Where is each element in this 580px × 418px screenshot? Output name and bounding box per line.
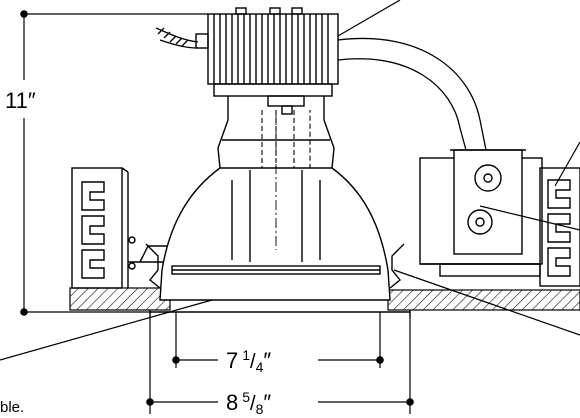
right-bracket — [539, 167, 580, 287]
top-ballast-box — [195, 7, 339, 97]
height-dimension — [20, 10, 208, 316]
power-cord — [155, 27, 199, 49]
trim-clips — [145, 243, 411, 318]
ceiling-right — [387, 289, 580, 311]
ceiling-section — [69, 287, 580, 311]
left-bracket — [71, 167, 170, 289]
height-dimension-label: 11″ — [5, 88, 36, 113]
reflector — [159, 167, 391, 301]
ceiling-left — [69, 287, 171, 311]
aperture-dimension — [172, 312, 384, 368]
cutout-dimension — [146, 318, 414, 414]
flex-conduit — [337, 37, 487, 151]
lamp-neck — [217, 95, 335, 169]
leader-lines — [0, 0, 580, 361]
footer-text-fragment: ble. — [0, 399, 24, 416]
junction-box — [419, 149, 543, 277]
